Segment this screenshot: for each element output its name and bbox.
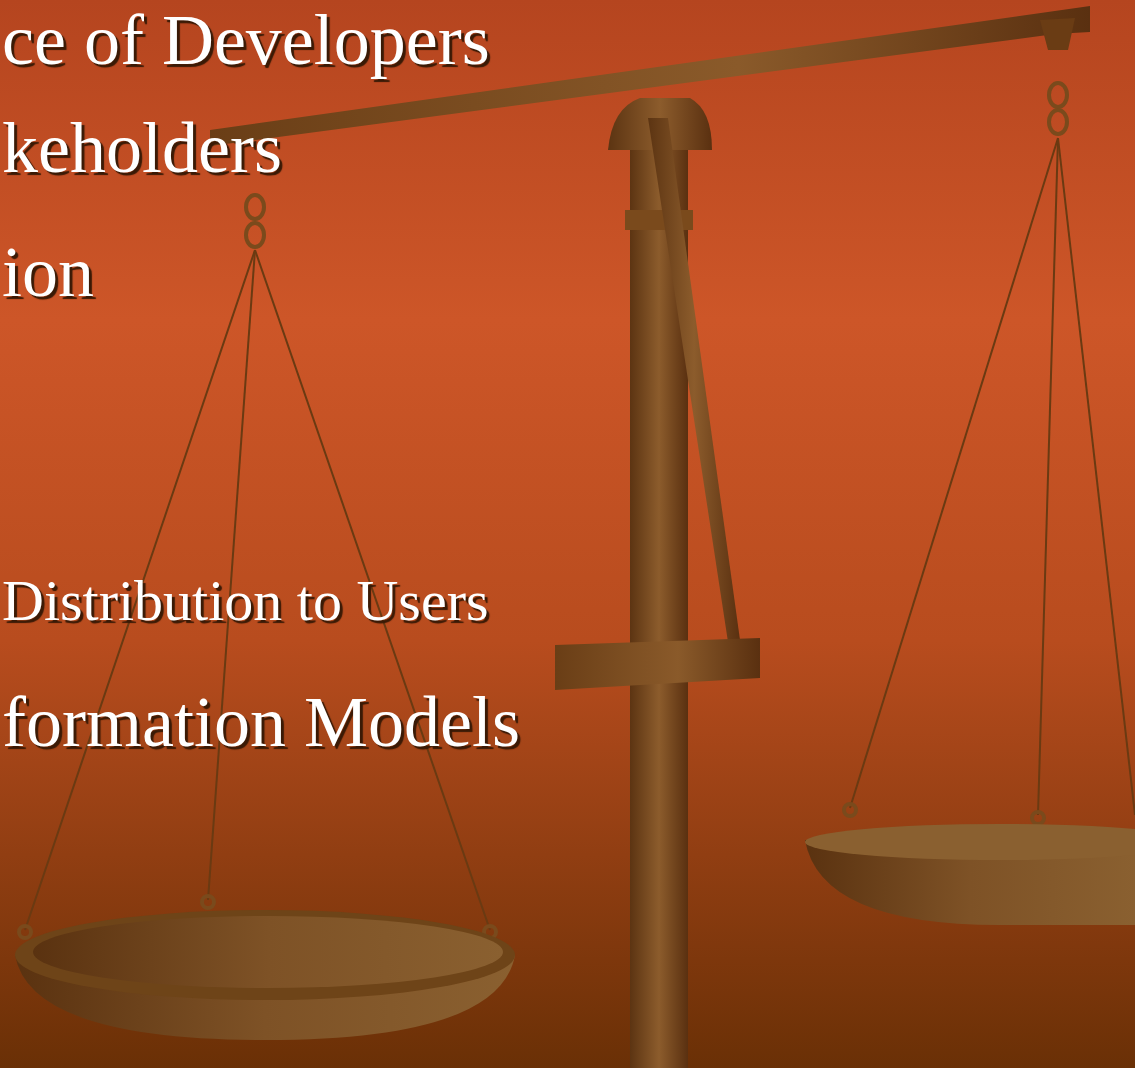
slide-text: ce of Developers xyxy=(2,4,490,76)
slide-text: keholders xyxy=(2,112,282,184)
crossbar xyxy=(555,638,760,690)
right-pan-rim xyxy=(805,824,1135,860)
slide-text: formation Models xyxy=(2,686,520,758)
slide-text: ion xyxy=(2,236,94,308)
beam-end xyxy=(1040,18,1075,50)
hooks xyxy=(19,83,1067,938)
slide-text: Distribution to Users xyxy=(2,572,489,630)
pan-strings xyxy=(25,138,1135,930)
left-pan-inner xyxy=(33,916,503,988)
pointer xyxy=(648,118,740,642)
left-pan-rim xyxy=(15,910,515,1000)
